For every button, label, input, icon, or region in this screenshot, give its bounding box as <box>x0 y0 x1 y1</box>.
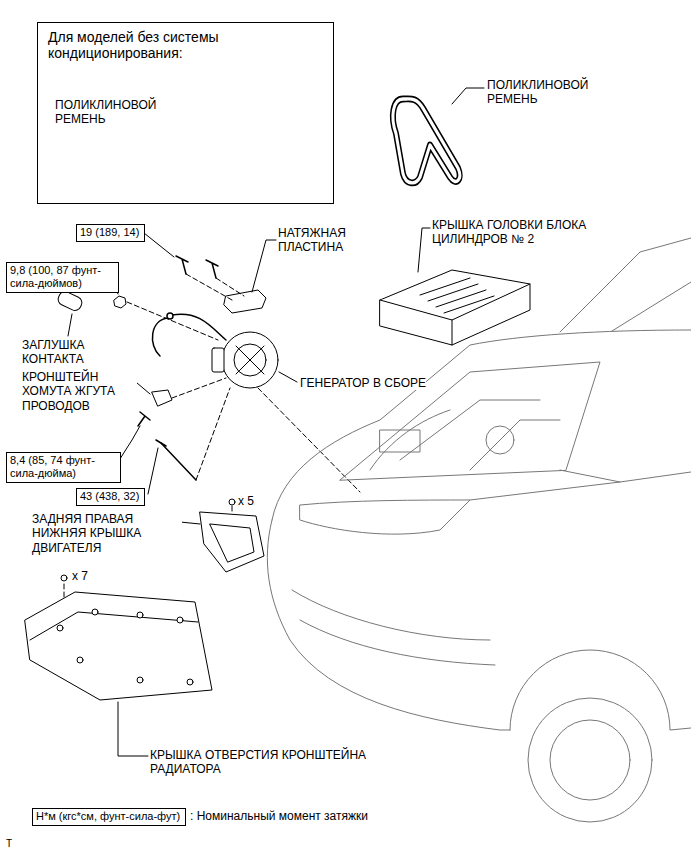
radiator-cover <box>187 679 193 685</box>
nut-drawing <box>114 296 126 308</box>
assembly-line <box>172 378 226 398</box>
torque-spec-box: 8,4 (85, 74 фунт-сила-дюйма) <box>6 452 121 483</box>
radiator-cover <box>137 677 143 683</box>
bolt-drawing <box>138 412 150 426</box>
leader-line <box>118 426 140 462</box>
part-label: НАТЯЖНАЯ ПЛАСТИНА <box>278 226 378 255</box>
wire-harness <box>152 318 168 356</box>
generator-drawing <box>212 348 224 372</box>
legend-text: : Номинальный момент затяжки <box>190 809 368 823</box>
bolt-drawing <box>156 440 196 480</box>
cylinder-head-cover <box>380 284 530 320</box>
part-label: ГЕНЕРАТОР В СБОРЕ <box>300 376 426 390</box>
torque-spec-box: 43 (438, 32) <box>76 488 145 506</box>
leader-line <box>148 448 158 494</box>
vehicle-drawing <box>380 430 420 452</box>
node-text: Для моделей без системы кондиционировани… <box>48 29 278 61</box>
radiator-cover <box>177 617 183 623</box>
cylinder-head-cover <box>380 270 530 345</box>
radiator-cover <box>30 612 198 640</box>
part-label: КРЫШКА ГОЛОВКИ БЛОКА ЦИЛИНДРОВ № 2 <box>432 218 647 247</box>
belt-drawing <box>393 99 460 183</box>
radiator-cover <box>25 592 212 700</box>
engine-under-cover <box>210 524 254 562</box>
vehicle-drawing <box>292 590 490 640</box>
generator-drawing <box>222 332 278 388</box>
node-text: Н*м (кгс*см, фунт-сила-фут) <box>36 810 180 823</box>
vehicle-drawing <box>300 620 495 665</box>
leader-line <box>252 240 276 292</box>
leader-line <box>118 702 148 756</box>
tension-plate <box>224 290 266 313</box>
radiator-cover <box>57 625 63 631</box>
cylinder-head-cover <box>420 278 494 313</box>
part-label: ЗАГЛУШКА КОНТАКТА <box>22 338 117 367</box>
vehicle-drawing <box>550 720 630 800</box>
contact-plug <box>56 290 84 313</box>
part-label: ПОЛИКЛИНОВОЙ РЕМЕНЬ <box>487 78 607 107</box>
bolt-drawing <box>206 260 218 278</box>
leader-line <box>279 372 297 382</box>
radiator-cover <box>137 612 143 618</box>
bolt-drawing <box>176 256 188 274</box>
figure-mark: T <box>6 838 12 850</box>
cylinder-head-cover <box>380 270 530 345</box>
vehicle-drawing <box>560 470 620 482</box>
vehicle-drawing <box>528 698 652 822</box>
radiator-cover <box>92 609 98 615</box>
leader-line <box>68 314 72 336</box>
wire-harness <box>172 314 226 340</box>
vehicle-drawing <box>272 330 691 520</box>
vehicle-drawing <box>612 282 691 331</box>
quantity-label: x 7 <box>72 569 88 583</box>
engine-under-cover <box>200 512 264 572</box>
part-label: КРОНШТЕЙН ХОМУТА ЖГУТА ПРОВОДОВ <box>22 370 137 413</box>
vehicle-drawing <box>300 500 470 534</box>
assembly-line <box>186 274 232 300</box>
assembly-line <box>232 506 233 512</box>
assembly-line <box>127 302 218 340</box>
cylinder-head-cover <box>452 320 453 345</box>
leader-line <box>144 233 174 257</box>
assembly-line <box>196 388 230 480</box>
vehicle-drawing <box>370 400 560 470</box>
engine-under-cover <box>200 512 264 572</box>
vehicle-drawing <box>486 426 514 454</box>
vehicle-drawing <box>267 238 691 822</box>
leader-line <box>452 88 484 104</box>
part-label: ЗАДНЯЯ ПРАВАЯ НИЖНЯЯ КРЫШКА ДВИГАТЕЛЯ <box>32 512 182 555</box>
vehicle-drawing <box>510 650 691 730</box>
belt-drawing <box>393 99 460 183</box>
node-text: 43 (438, 32) <box>80 490 139 503</box>
generator-drawing <box>234 344 266 376</box>
node-text: 9,8 (100, 87 фунт-сила-дюймов) <box>10 264 114 289</box>
torque-spec-box: 9,8 (100, 87 фунт-сила-дюймов) <box>6 262 119 293</box>
wire-harness <box>167 313 173 319</box>
torque-spec-box: 19 (189, 14) <box>76 224 145 242</box>
legend-box: Н*м (кгс*см, фунт-сила-фут) <box>32 808 186 826</box>
bolt-drawing <box>176 256 218 278</box>
bracket-drawing <box>152 390 172 406</box>
assembly-line <box>216 278 244 296</box>
assembly-line <box>64 584 65 598</box>
belt-drawing <box>393 99 460 183</box>
quantity-label: x 5 <box>238 494 254 508</box>
radiator-cover <box>25 592 212 700</box>
leader-line <box>418 228 430 272</box>
screw-drawing <box>61 575 67 581</box>
node-text: 8,4 (85, 74 фунт-сила-дюйма) <box>10 454 116 479</box>
vehicle-drawing <box>470 472 691 500</box>
radiator-cover <box>77 657 83 663</box>
generator-drawing <box>236 346 264 374</box>
part-label: КРЫШКА ОТВЕРСТИЯ КРОНШТЕЙНА РАДИАТОРА <box>150 748 400 777</box>
part-label: ПОЛИКЛИНОВОЙ РЕМЕНЬ <box>55 98 175 127</box>
vehicle-drawing <box>267 520 510 730</box>
bolt-drawing <box>161 443 196 480</box>
screw-drawing <box>229 499 235 505</box>
vehicle-drawing <box>560 238 691 332</box>
node-text: 19 (189, 14) <box>80 226 139 239</box>
